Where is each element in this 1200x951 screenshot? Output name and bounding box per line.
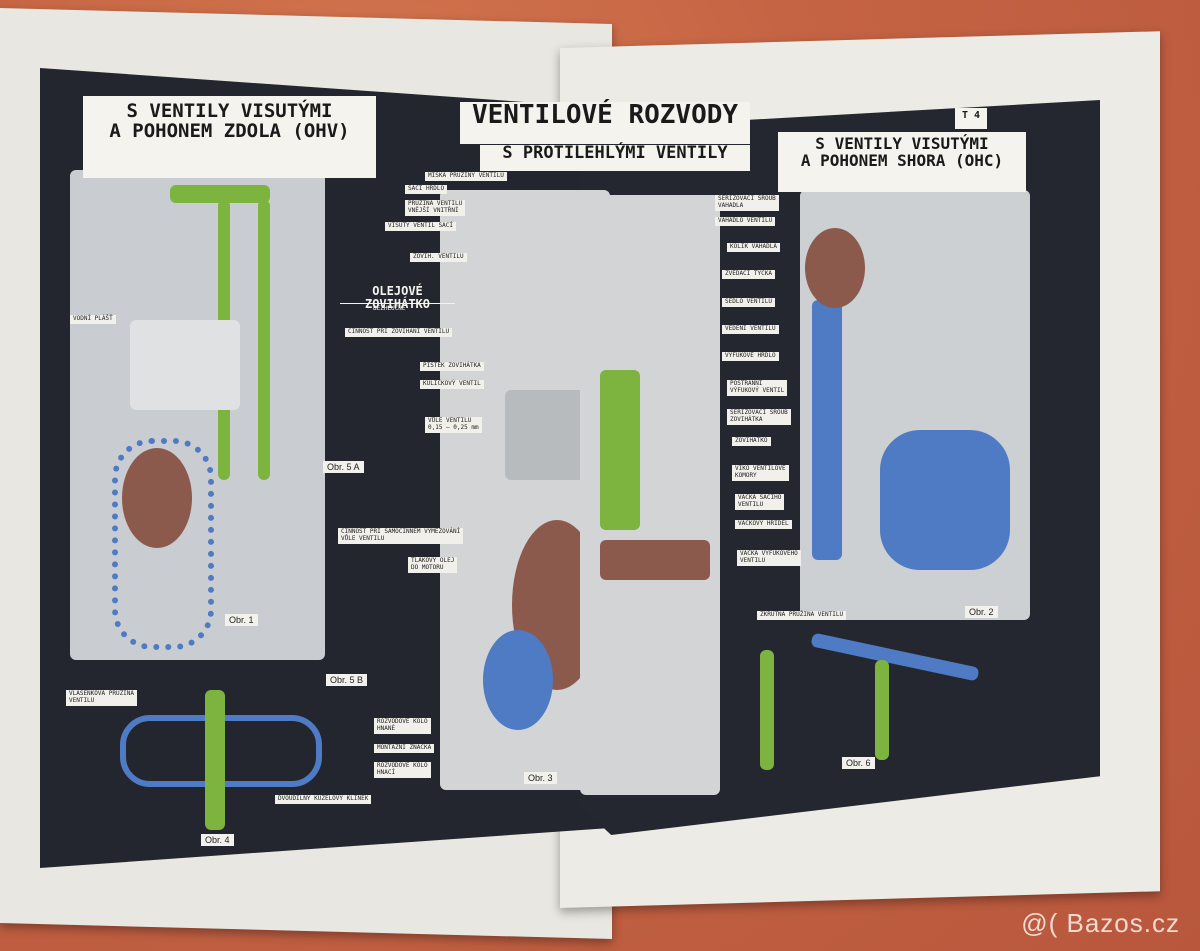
- label-rozvod-hnane: ROZVODOVÉ KOLO HNANÉ: [374, 718, 431, 734]
- label-vika: VÍKO VENTILOVÉ KOMORY: [732, 465, 789, 481]
- caption-fig4: Obr. 4: [201, 834, 234, 846]
- label-zvih: ZOVIH. VENTILU: [410, 253, 467, 262]
- label-tycka: ZVEDACÍ TYČKA: [722, 270, 775, 279]
- label-dvoudilny: DVOUDÍLNÝ KUŽELOVÝ KLÍNEK: [275, 795, 372, 804]
- label-vackovy: VAČKOVÝ HŘÍDEL: [735, 520, 792, 529]
- label-zovihatko: ZOVIHÁTKO: [732, 437, 771, 446]
- label-vacka-vyf: VAČKA VÝFUKOVÉHO VENTILU: [737, 550, 801, 566]
- center-subtitle: S PROTILEHLÝMI VENTILY: [480, 144, 750, 171]
- rocker-arms-ohv: [170, 185, 270, 203]
- inset-title: OLEJOVÉ ZOVIHÁTKO: [340, 285, 455, 310]
- label-zkrutna: ZKRUTNÁ PRUŽINA VENTILU: [757, 611, 847, 620]
- timing-chain-ohv: [112, 438, 214, 650]
- label-vyfukove: VÝFUKOVÉ HRDLO: [722, 352, 779, 361]
- label-rozvod-hnaci: ROZVODOVÉ KOLO HNACÍ: [374, 762, 431, 778]
- label-vacka-saci: VAČKA SACÍHO VENTILU: [735, 494, 785, 510]
- watermark: @( Bazos.cz: [1021, 908, 1180, 938]
- plate-number: T 4: [955, 108, 987, 129]
- caption-fig5a: Obr. 5 A: [323, 461, 364, 473]
- vertical-shaft-ohc: [812, 300, 842, 560]
- drive-gear-side-valve: [483, 630, 553, 730]
- caption-fig5b: Obr. 5 B: [326, 674, 368, 686]
- side-valves: [600, 370, 640, 530]
- torsion-spring-assembly: [750, 632, 980, 770]
- caption-fig1: Obr. 1: [225, 614, 258, 626]
- label-pruzina: PRUŽINA VENTILU VNĚJŠÍ VNITŘNÍ: [405, 200, 466, 216]
- piston-side-valve: [505, 390, 585, 480]
- caption-fig6: Obr. 6: [842, 757, 875, 769]
- valve-fig4: [205, 690, 225, 830]
- piston-ohv: [130, 320, 240, 410]
- caption-fig2: Obr. 2: [965, 606, 998, 618]
- label-vahadlo: VAHADLO VENTILU: [715, 217, 776, 226]
- label-miska: MISKA PRUŽINY VENTILU: [425, 172, 507, 181]
- label-kulickovy: KULIČKOVÝ VENTIL: [420, 380, 484, 389]
- camshaft: [600, 540, 710, 580]
- crankcase-ohc: [880, 430, 1010, 570]
- label-vodni-plast: VODNÍ PLÁŠŤ: [70, 315, 116, 324]
- label-tlakovy: TLAKOVÝ OLEJ DO MOTORU: [408, 557, 458, 573]
- label-vlasenkova: VLÁSENKOVÁ PRUŽINA VENTILU: [66, 690, 138, 706]
- left-title: S VENTILY VISUTÝMI A POHONEM ZDOLA (OHV): [83, 96, 376, 178]
- label-visuty: VISUTÝ VENTIL SACÍ: [385, 222, 457, 231]
- label-kolik: KOLÍK VAHADLA: [727, 243, 780, 252]
- bevel-gear-ohc: [805, 228, 865, 308]
- label-cinnost2: ČINNOST PŘI SAMOČINNÉM VYMEZOVÁNÍ VŮLE V…: [338, 528, 464, 544]
- center-title: VENTILOVÉ ROZVODY: [460, 101, 750, 144]
- right-title: S VENTILY VISUTÝMI A POHONEM SHORA (OHC): [778, 132, 1026, 192]
- label-pistek: PÍSTEK ZOVIHÁTKA: [420, 362, 484, 371]
- label-montazni: MONTÁŽNÍ ZNAČKA: [374, 744, 435, 753]
- label-postranni: POSTRANNÍ VÝFUKOVÝ VENTIL: [727, 380, 788, 396]
- label-seridovaci: SEŘIZOVACÍ ŠROUB VAHADLA: [715, 195, 779, 211]
- inset-subtitle: BEZHLUČNÉ: [373, 305, 406, 312]
- label-seridovaci2: SEŘIZOVACÍ ŠROUB ZOVIHÁTKA: [727, 409, 791, 425]
- caption-fig3: Obr. 3: [524, 772, 557, 784]
- label-saci-hrdlo: SACÍ HRDLO: [405, 185, 448, 194]
- label-vedeni: VEDENÍ VENTILU: [722, 325, 779, 334]
- label-cinnost1: ČINNOST PŘI ZOVIHÁNÍ VENTILU: [345, 328, 453, 337]
- label-vule: VŮLE VENTILU 0,15 – 0,25 mm: [425, 417, 482, 433]
- pushrod-ohv-2: [258, 200, 270, 480]
- label-sedlo: SEDLO VENTILU: [722, 298, 775, 307]
